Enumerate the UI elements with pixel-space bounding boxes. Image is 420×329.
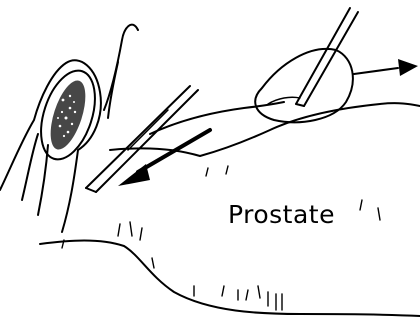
prostate-label: Prostate xyxy=(228,200,335,229)
tissue-flap xyxy=(255,49,353,122)
arrow-down-left xyxy=(118,130,210,186)
left-tissue-stalk xyxy=(0,60,105,232)
suture-thread xyxy=(104,25,138,118)
forceps-right xyxy=(296,8,358,106)
arrow-right xyxy=(354,59,418,76)
